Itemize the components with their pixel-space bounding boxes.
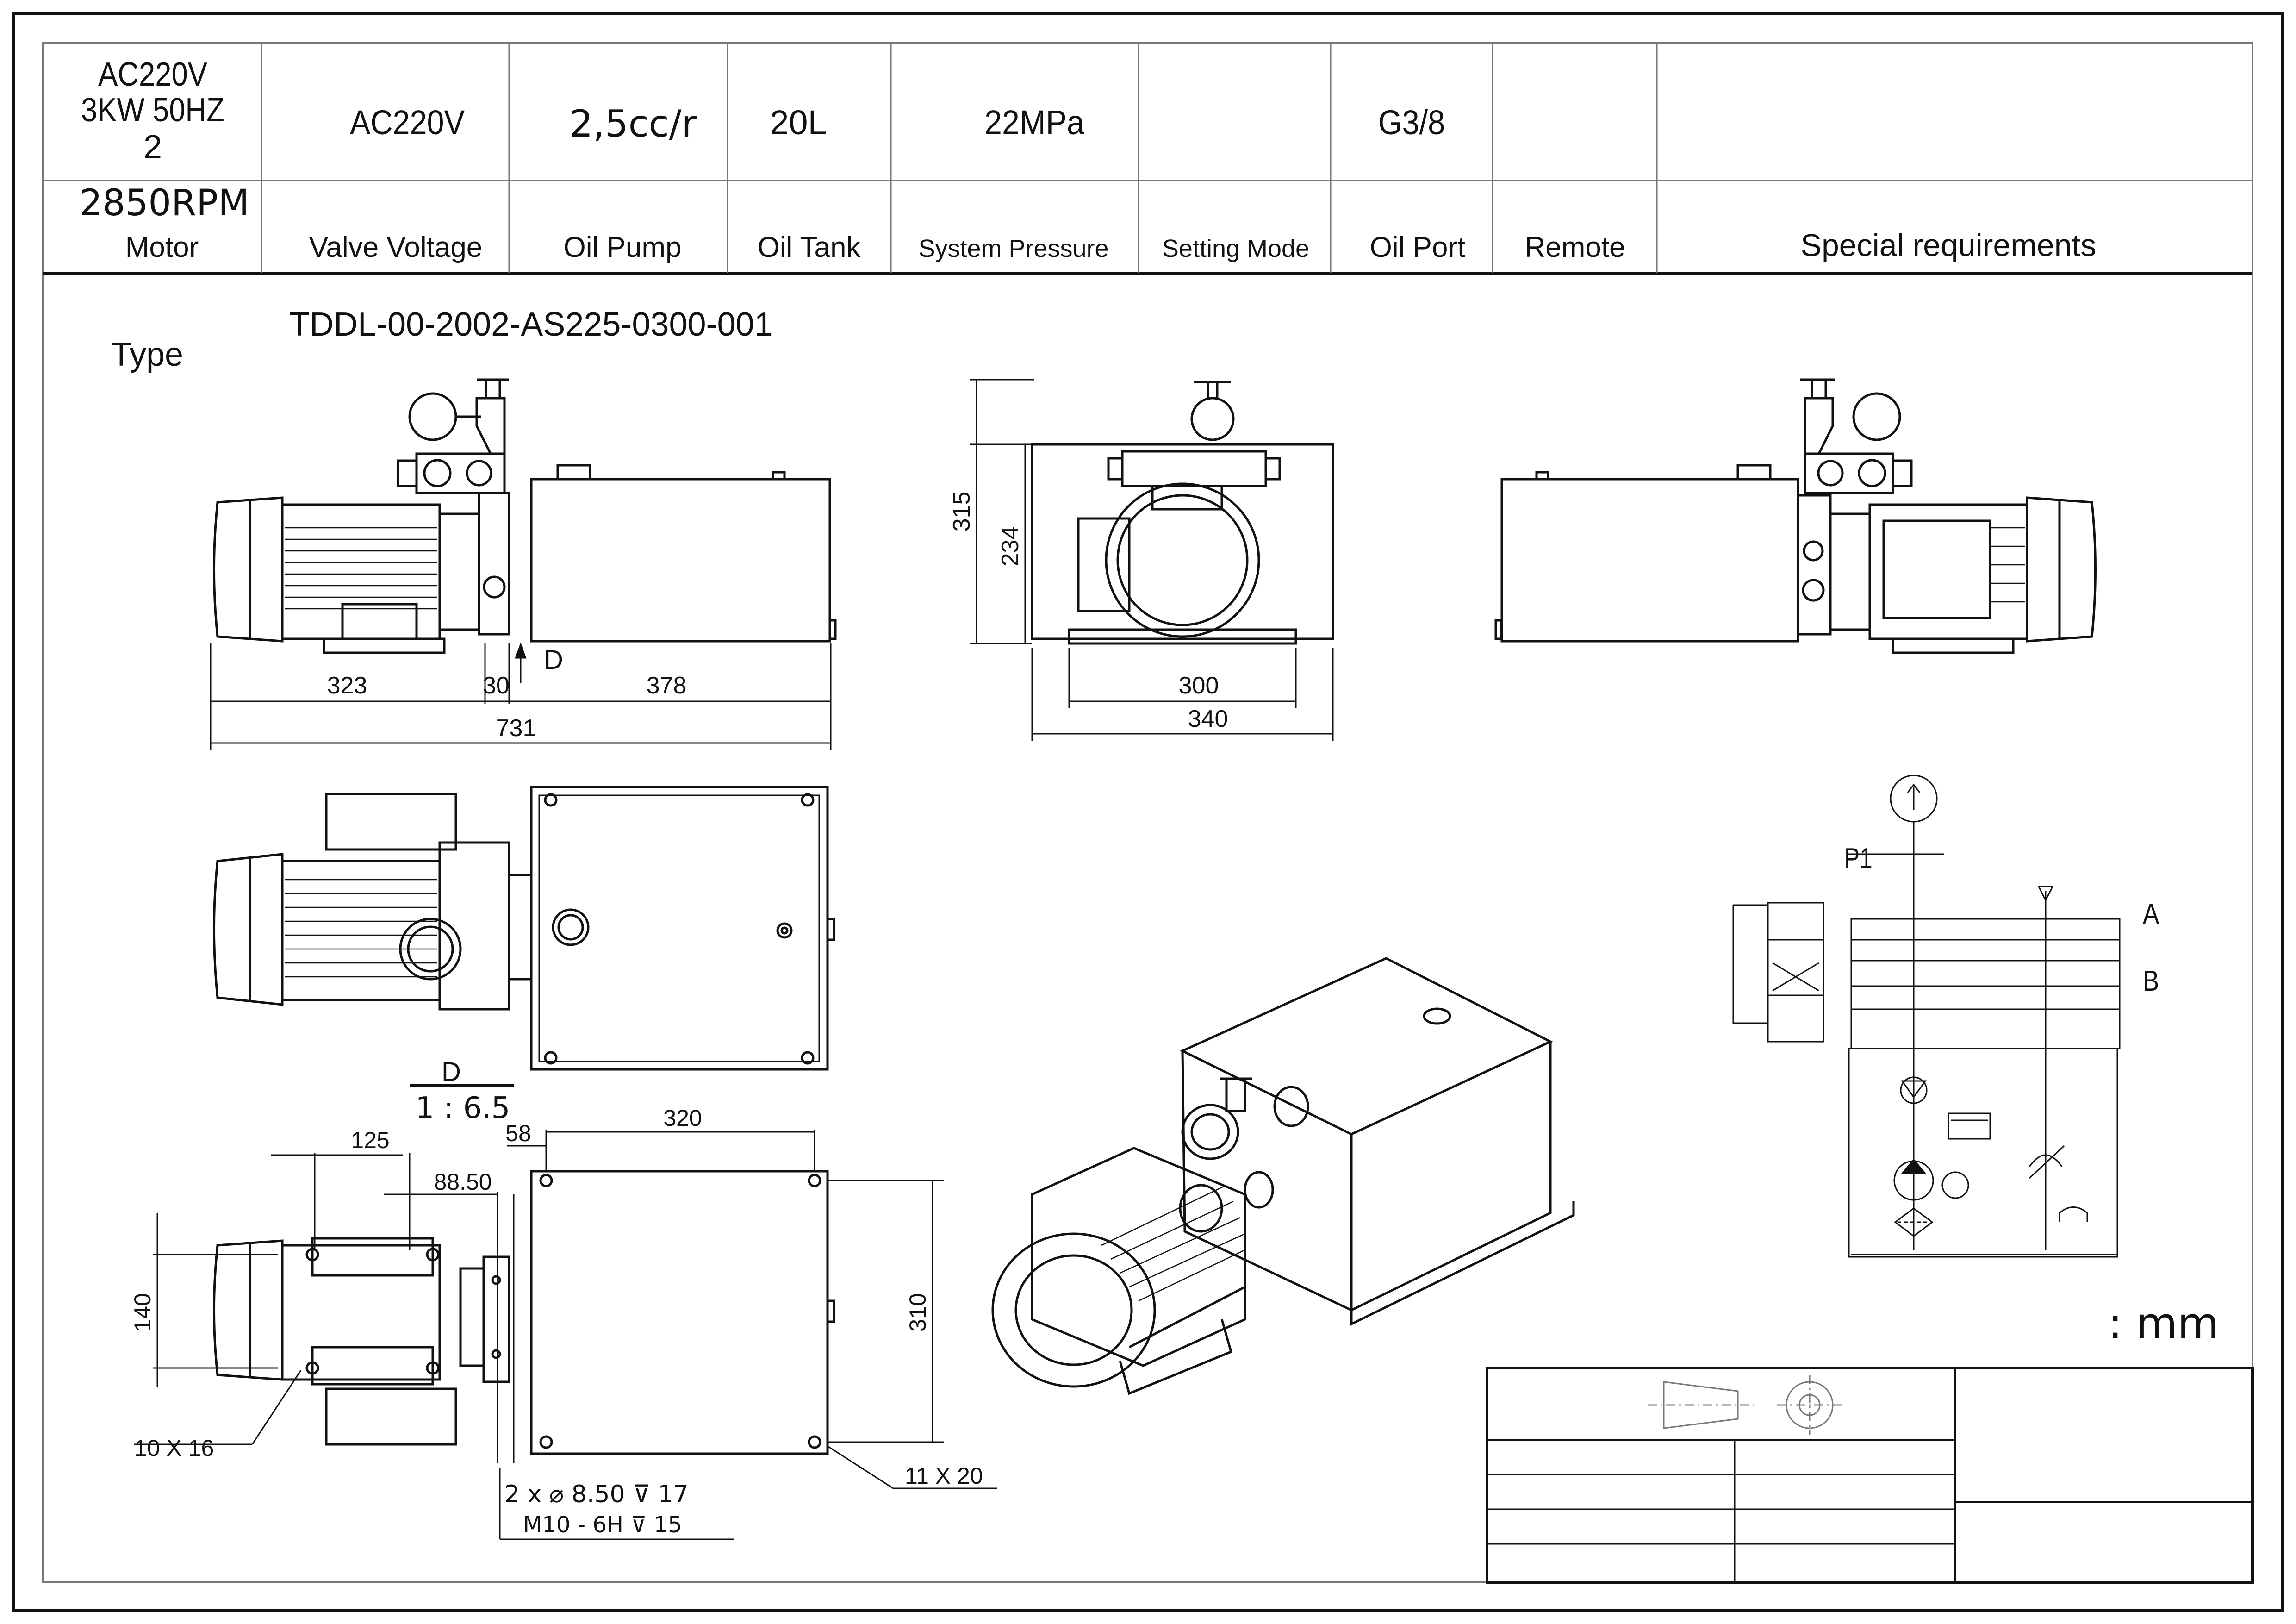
front-view [210,378,837,750]
mount-hole-note-2: M10 - 6H ⊽ 15 [523,1512,682,1538]
oil-pump-header: Oil Pump [564,231,682,263]
end-dim-center: 234 [997,526,1024,567]
remote-header: Remote [1524,231,1625,263]
motor-value-line3: 2 [143,129,162,166]
end-view [970,379,1334,741]
oil-port-value: G3/8 [1378,103,1445,142]
special-requirements-header: Special requirements [1801,228,2097,263]
mount-dim-125: 125 [351,1127,389,1153]
type-model: TDDL-00-2002-AS225-0300-001 [289,306,773,343]
title-block [1486,1367,2254,1584]
units-label: : mm [2108,1299,2219,1348]
hydraulic-schematic [1732,775,2121,1258]
end-dim-height: 315 [948,492,975,532]
oil-port-header: Oil Port [1370,231,1466,263]
motor-header: Motor [125,231,199,263]
schematic-port-b: B [2143,965,2159,997]
front-dim-total: 731 [496,715,536,742]
mount-detail-scale: 1 : 6.5 [416,1091,510,1125]
valve-voltage-value: AC220V [350,103,465,142]
system-pressure-value: 22MPa [984,104,1084,142]
spec-table: AC220V 3KW 50HZ 2 2850RPM AC220V 2,5cc/r… [43,43,2252,275]
front-dim-tank: 378 [647,672,687,699]
mount-dim-58: 58 [505,1120,531,1146]
rear-view [1494,378,2097,654]
mount-slot-tank: 11 X 20 [905,1463,983,1489]
front-detail-mark: D [544,645,563,675]
valve-voltage-header: Valve Voltage [309,231,483,263]
setting-mode-header: Setting Mode [1162,235,1309,262]
mount-slot-motor: 10 X 16 [134,1435,214,1461]
motor-value-line2: 3KW 50HZ [81,92,224,129]
end-dim-mount: 300 [1179,672,1219,699]
front-dim-motor: 323 [327,672,367,699]
oil-tank-value: 20L [770,103,827,142]
mount-dim-320: 320 [663,1105,702,1131]
mount-hole-note-1: 2 x ⌀ 8.50 ⊽ 17 [504,1480,689,1508]
schematic-port-a: A [2143,898,2159,930]
top-view [213,786,835,1071]
system-pressure-header: System Pressure [918,235,1108,262]
outer-border [12,12,2284,1612]
mount-dim-8850: 88.50 [434,1169,492,1195]
type-label: Type [111,336,183,373]
mount-dim-310: 310 [905,1293,931,1331]
oil-tank-header: Oil Tank [758,231,861,263]
mount-dim-140: 140 [130,1293,156,1331]
mount-view [134,1084,997,1540]
motor-value-line1: AC220V [98,56,207,93]
inner-border [42,42,2253,1583]
motor-rpm-value: 2850RPM [79,182,249,224]
front-dim-adapter: 30 [483,672,510,699]
isometric-view [991,957,1575,1395]
mount-detail-label: D [442,1057,461,1087]
schematic-p1: P1 [1844,842,1873,874]
end-dim-base: 340 [1188,706,1228,732]
oil-pump-value: 2,5cc/r [569,102,697,145]
